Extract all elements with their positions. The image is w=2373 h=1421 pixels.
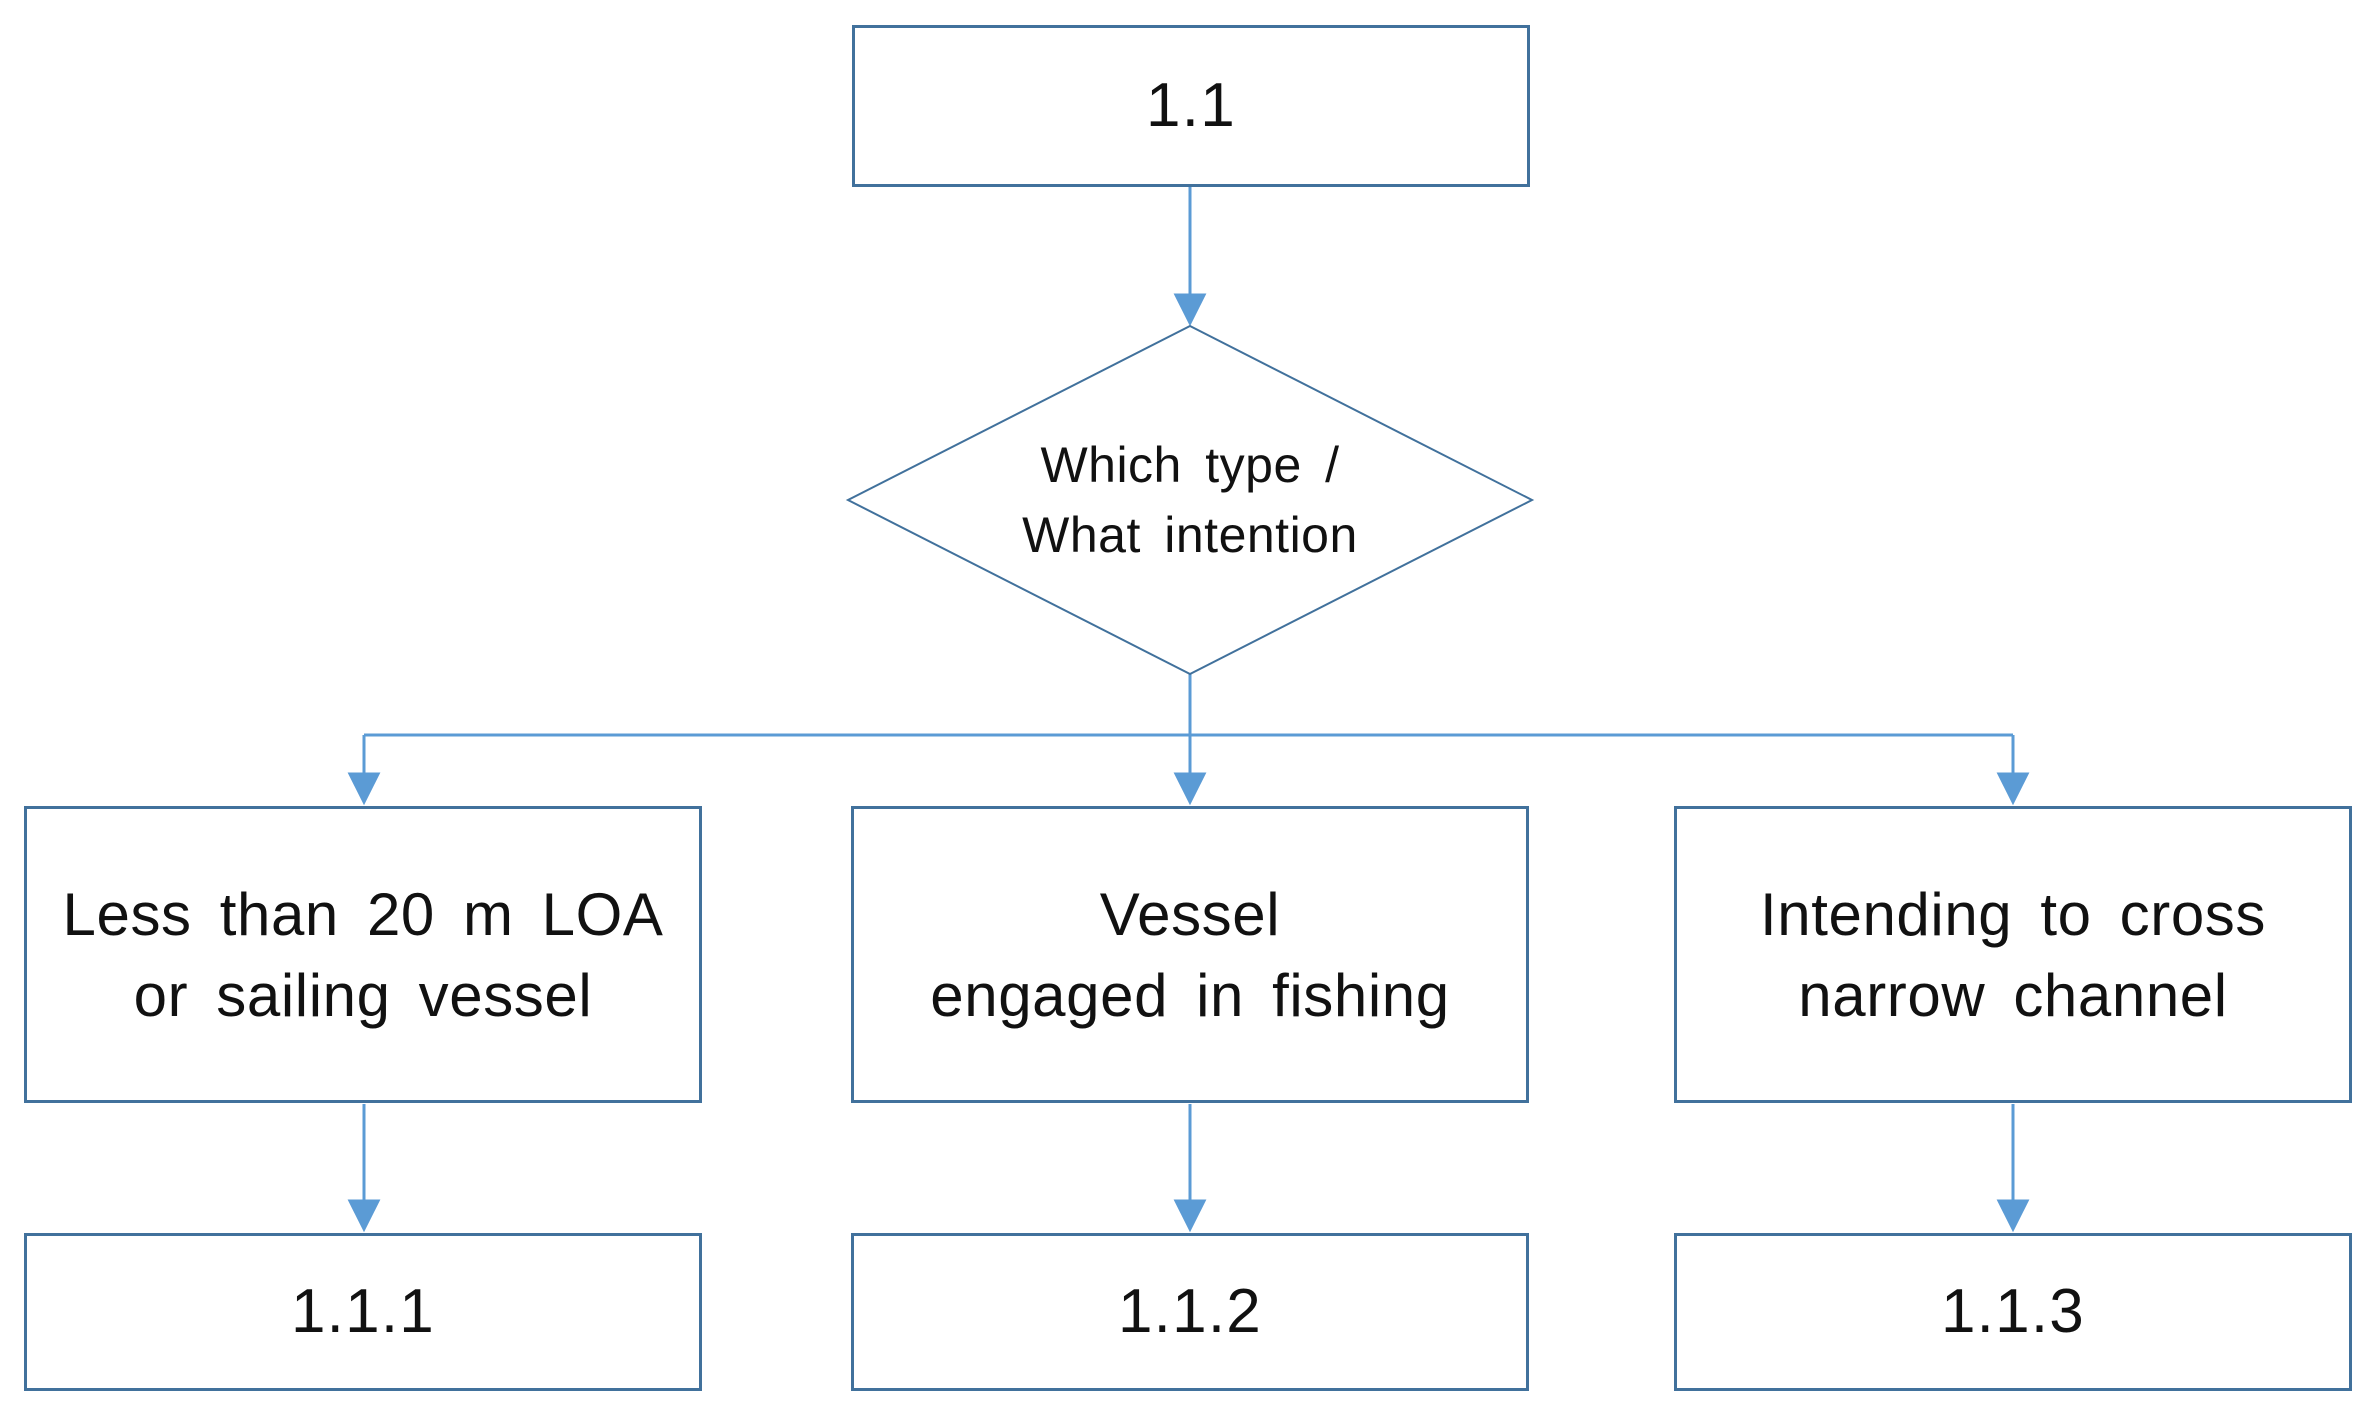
node-condition-2-label: Vessel engaged in fishing [930, 880, 1450, 1029]
node-result-1-label: 1.1.1 [290, 1277, 436, 1347]
node-result-3-label: 1.1.3 [1940, 1277, 2086, 1347]
node-condition-2: Vessel engaged in fishing [851, 806, 1529, 1103]
node-root: 1.1 [852, 25, 1530, 187]
decision-diamond-shape [845, 324, 1535, 676]
node-decision: Which type / What intention [900, 380, 1480, 620]
node-decision-label: Which type / What intention [1022, 437, 1358, 563]
node-condition-3: Intending to cross narrow channel [1674, 806, 2352, 1103]
node-result-2: 1.1.2 [851, 1233, 1529, 1391]
node-condition-1-label: Less than 20 m LOA or sailing vessel [62, 880, 664, 1029]
node-condition-1: Less than 20 m LOA or sailing vessel [24, 806, 702, 1103]
node-result-3: 1.1.3 [1674, 1233, 2352, 1391]
node-result-2-label: 1.1.2 [1117, 1277, 1263, 1347]
node-root-label: 1.1 [1146, 71, 1236, 141]
node-result-1: 1.1.1 [24, 1233, 702, 1391]
node-condition-3-label: Intending to cross narrow channel [1759, 880, 2266, 1029]
